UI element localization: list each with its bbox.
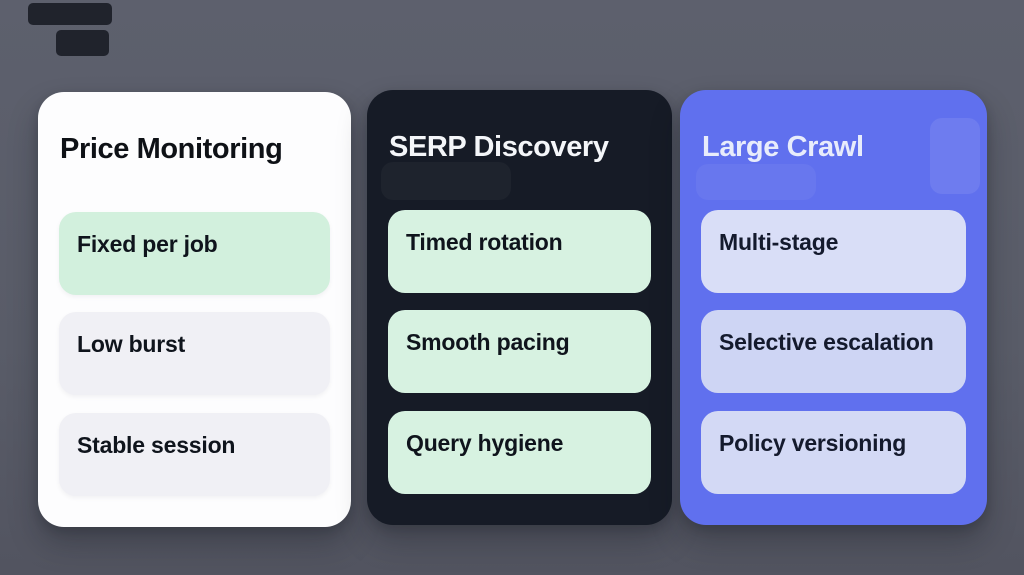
title-highlight-ghost xyxy=(696,164,816,200)
decor-dark-mark-2 xyxy=(56,30,109,56)
chip-query-hygiene: Query hygiene xyxy=(388,411,651,494)
card-serp-discovery: SERP Discovery Timed rotation Smooth pac… xyxy=(367,90,672,525)
card-title: SERP Discovery xyxy=(389,131,609,163)
chip-low-burst: Low burst xyxy=(59,312,330,395)
chip-multi-stage: Multi-stage xyxy=(701,210,966,293)
decor-dark-mark-1 xyxy=(28,3,112,25)
title-highlight-ghost xyxy=(381,162,511,200)
chip-stable-session: Stable session xyxy=(59,413,330,496)
chip-smooth-pacing: Smooth pacing xyxy=(388,310,651,393)
chip-policy-versioning: Policy versioning xyxy=(701,411,966,494)
edge-highlight-ghost xyxy=(930,118,980,194)
chip-fixed-per-job: Fixed per job xyxy=(59,212,330,295)
card-title: Price Monitoring xyxy=(60,133,283,165)
card-large-crawl: Large Crawl Multi-stage Selective escala… xyxy=(680,90,987,525)
chip-timed-rotation: Timed rotation xyxy=(388,210,651,293)
chip-selective-escalation: Selective escalation xyxy=(701,310,966,393)
card-title: Large Crawl xyxy=(702,131,864,163)
card-price-monitoring: Price Monitoring Fixed per job Low burst… xyxy=(38,92,351,527)
